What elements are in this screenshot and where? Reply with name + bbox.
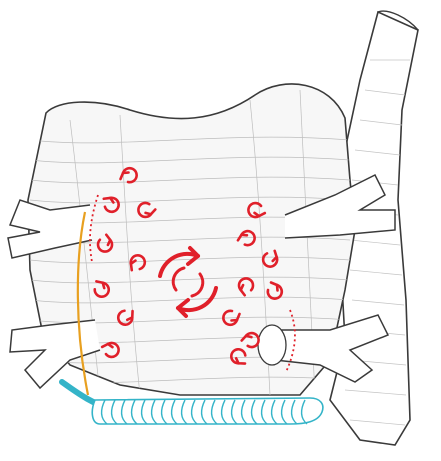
- vessel-branch-left-lower: [10, 320, 100, 388]
